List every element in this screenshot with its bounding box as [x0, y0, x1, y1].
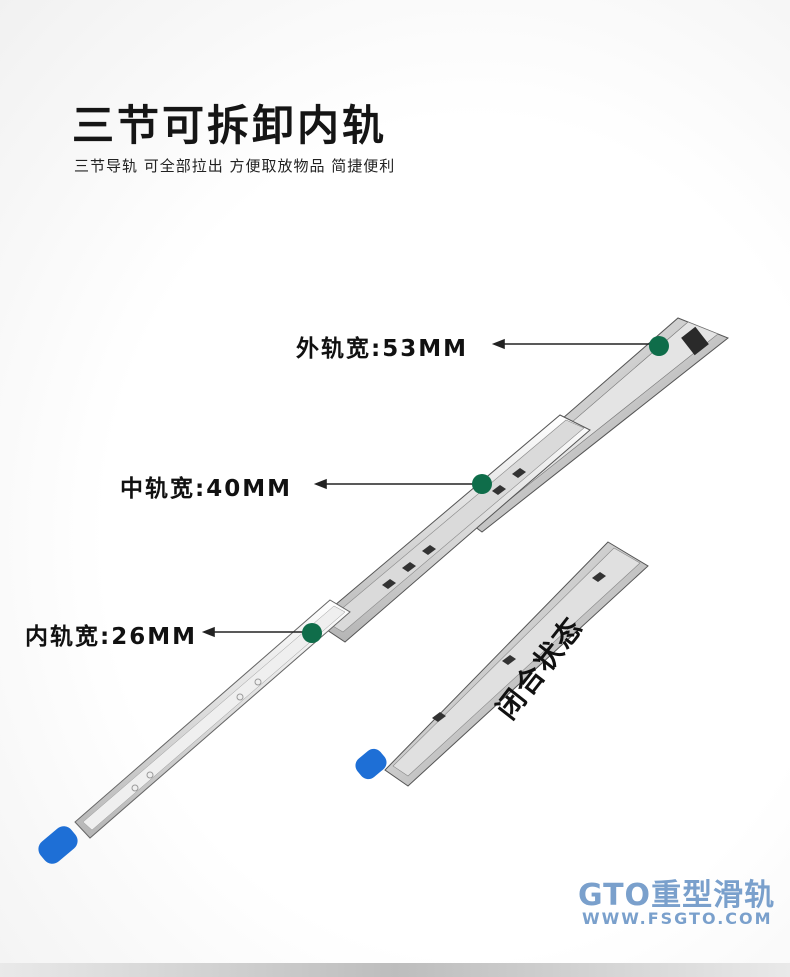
closed-rail-handle [355, 748, 387, 780]
inner-rail [74, 599, 351, 839]
bottom-divider [0, 963, 790, 977]
page-title: 三节可拆卸内轨 [72, 101, 388, 150]
inner-rail-handle [38, 826, 78, 864]
outer-rail-marker [649, 336, 669, 356]
middle-rail [314, 414, 591, 643]
outer-rail-width-label: 外轨宽:53MM [296, 336, 468, 362]
inner-rail-marker [302, 623, 322, 643]
inner-rail-width-label: 内轨宽:26MM [25, 624, 197, 650]
closed-rail [355, 541, 649, 787]
page-subtitle: 三节导轨 可全部拉出 方便取放物品 简捷便利 [74, 157, 396, 175]
brand-url: WWW.FSGTO.COM [582, 909, 773, 928]
middle-rail-marker [472, 474, 492, 494]
middle-rail-width-label: 中轨宽:40MM [120, 476, 292, 502]
callout-lines [201, 338, 658, 638]
outer-rail-latch [681, 326, 709, 356]
brand-name: GTO重型滑轨 [578, 878, 776, 913]
